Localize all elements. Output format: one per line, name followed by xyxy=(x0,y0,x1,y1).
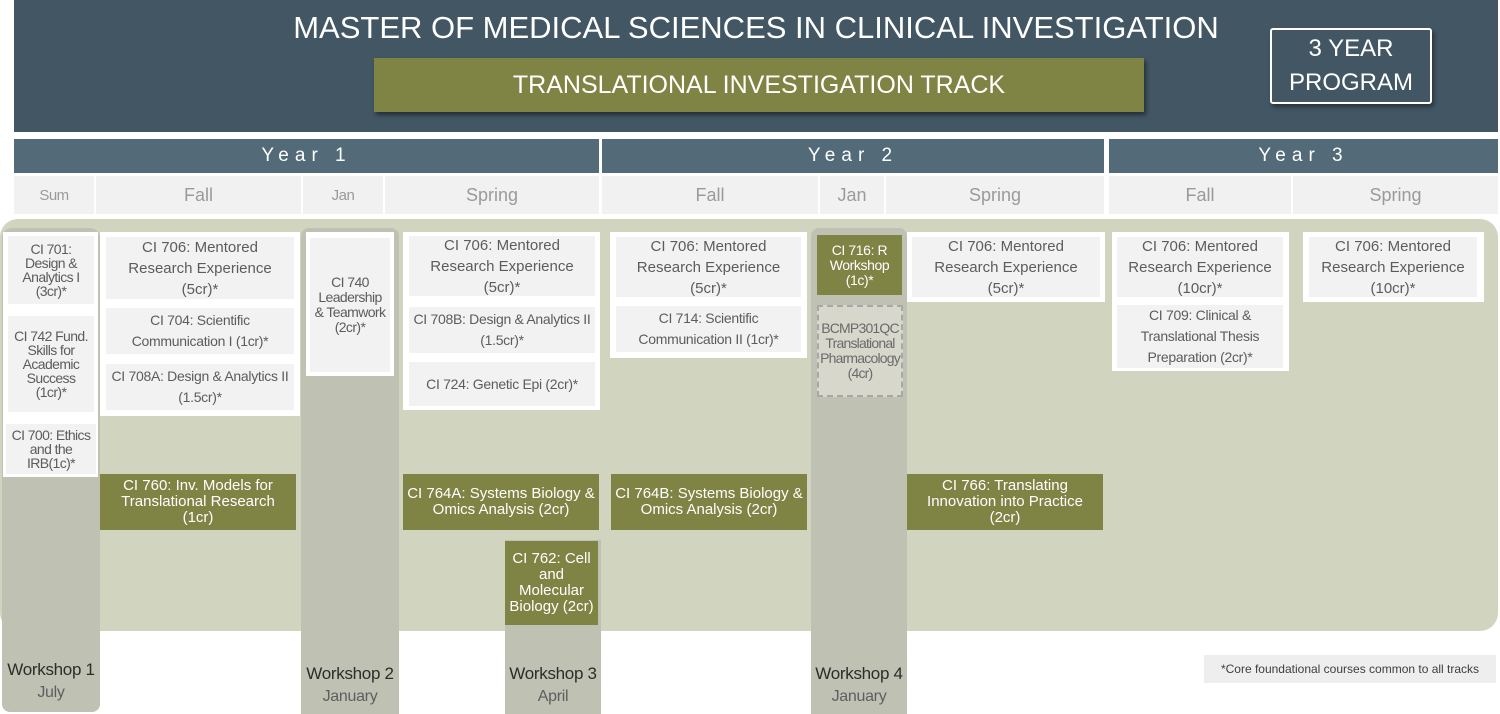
course-ci-706-y2-fall: CI 706: Mentored Research Experience (5c… xyxy=(616,237,801,297)
workshop-3-name: Workshop 3 xyxy=(509,664,597,683)
course-ci-704: CI 704: Scientific Communication I (1cr)… xyxy=(106,308,294,354)
term-y2-jan: Jan xyxy=(820,176,884,214)
workshop-1-month: July xyxy=(37,684,65,701)
course-ci-706-y1-fall: CI 706: Mentored Research Experience (5c… xyxy=(106,237,294,299)
course-ci-760: CI 760: Inv. Models for Translational Re… xyxy=(100,474,296,530)
term-y3-fall: Fall xyxy=(1109,176,1291,214)
course-ci-706-y1-spring: CI 706: Mentored Research Experience (5c… xyxy=(409,236,595,296)
page-title: MASTER OF MEDICAL SCIENCES IN CLINICAL I… xyxy=(293,10,1219,45)
course-ci-762: CI 762: Cell and Molecular Biology (2cr) xyxy=(505,541,598,625)
course-ci-708b: CI 708B: Design & Analytics II (1.5cr)* xyxy=(409,307,595,353)
course-ci-724: CI 724: Genetic Epi (2cr)* xyxy=(409,362,595,406)
term-y1-jan: Jan xyxy=(303,176,383,214)
course-ci-764b: CI 764B: Systems Biology & Omics Analysi… xyxy=(611,474,807,530)
workshop-1: Workshop 1 July xyxy=(2,640,100,710)
course-ci-714: CI 714: Scientific Communication II (1cr… xyxy=(616,306,801,352)
year-3-header: Year 3 xyxy=(1109,139,1498,173)
course-ci-740: CI 740 Leadership & Teamwork (2cr)* xyxy=(310,238,390,372)
course-ci-706-y3-fall: CI 706: Mentored Research Experience (10… xyxy=(1117,237,1283,297)
workshop-4: Workshop 4 January xyxy=(811,640,907,714)
workshop-3-month: April xyxy=(537,688,569,705)
course-bcmp301qc: BCMP301QC Translational Pharmacology (4c… xyxy=(817,305,903,397)
term-y1-spring: Spring xyxy=(385,176,599,214)
term-y1-fall: Fall xyxy=(96,176,301,214)
term-y3-spring: Spring xyxy=(1293,176,1498,214)
workshop-2-name: Workshop 2 xyxy=(306,664,394,683)
course-ci-700: CI 700: Ethics and the IRB(1c)* xyxy=(6,424,96,474)
course-ci-716: CI 716: R Workshop (1c)* xyxy=(817,235,902,295)
workshop-2: Workshop 2 January xyxy=(301,640,399,714)
footnote: *Core foundational courses common to all… xyxy=(1204,655,1496,683)
workshop-4-month: January xyxy=(831,688,887,705)
course-ci-701: CI 701: Design & Analytics I (3cr)* xyxy=(8,236,94,304)
workshop-3: Workshop 3 April xyxy=(505,640,601,714)
term-summer: Sum xyxy=(14,176,94,214)
course-ci-706-y2-spring: CI 706: Mentored Research Experience (5c… xyxy=(912,237,1100,297)
course-ci-766: CI 766: Translating Innovation into Prac… xyxy=(907,474,1103,530)
program-badge-line2: PROGRAM xyxy=(1288,69,1413,96)
term-y2-fall: Fall xyxy=(602,176,818,214)
program-badge-line1: 3 YEAR xyxy=(1308,35,1394,62)
term-y2-spring: Spring xyxy=(886,176,1104,214)
course-ci-742: CI 742 Fund. Skills for Academic Success… xyxy=(8,316,94,412)
program-badge: 3 YEAR PROGRAM xyxy=(1270,28,1432,104)
workshop-2-month: January xyxy=(322,688,378,705)
workshop-1-name: Workshop 1 xyxy=(7,660,95,679)
track-banner: TRANSLATIONAL INVESTIGATION TRACK xyxy=(374,58,1144,112)
course-ci-709: CI 709: Clinical & Translational Thesis … xyxy=(1117,305,1283,368)
year-2-header: Year 2 xyxy=(602,139,1104,173)
course-ci-764a: CI 764A: Systems Biology & Omics Analysi… xyxy=(403,474,599,530)
course-ci-706-y3-spring: CI 706: Mentored Research Experience (10… xyxy=(1309,237,1477,297)
workshop-4-name: Workshop 4 xyxy=(815,664,903,683)
year-1-header: Year 1 xyxy=(14,139,599,173)
course-ci-708a: CI 708A: Design & Analytics II (1.5cr)* xyxy=(106,364,294,410)
